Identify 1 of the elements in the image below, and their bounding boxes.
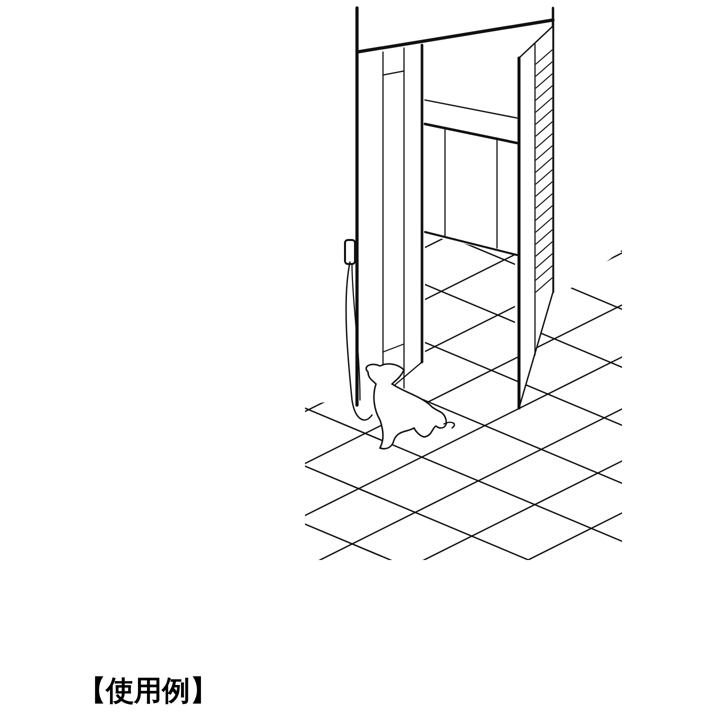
caption-text: 【使用例】 xyxy=(78,673,218,709)
